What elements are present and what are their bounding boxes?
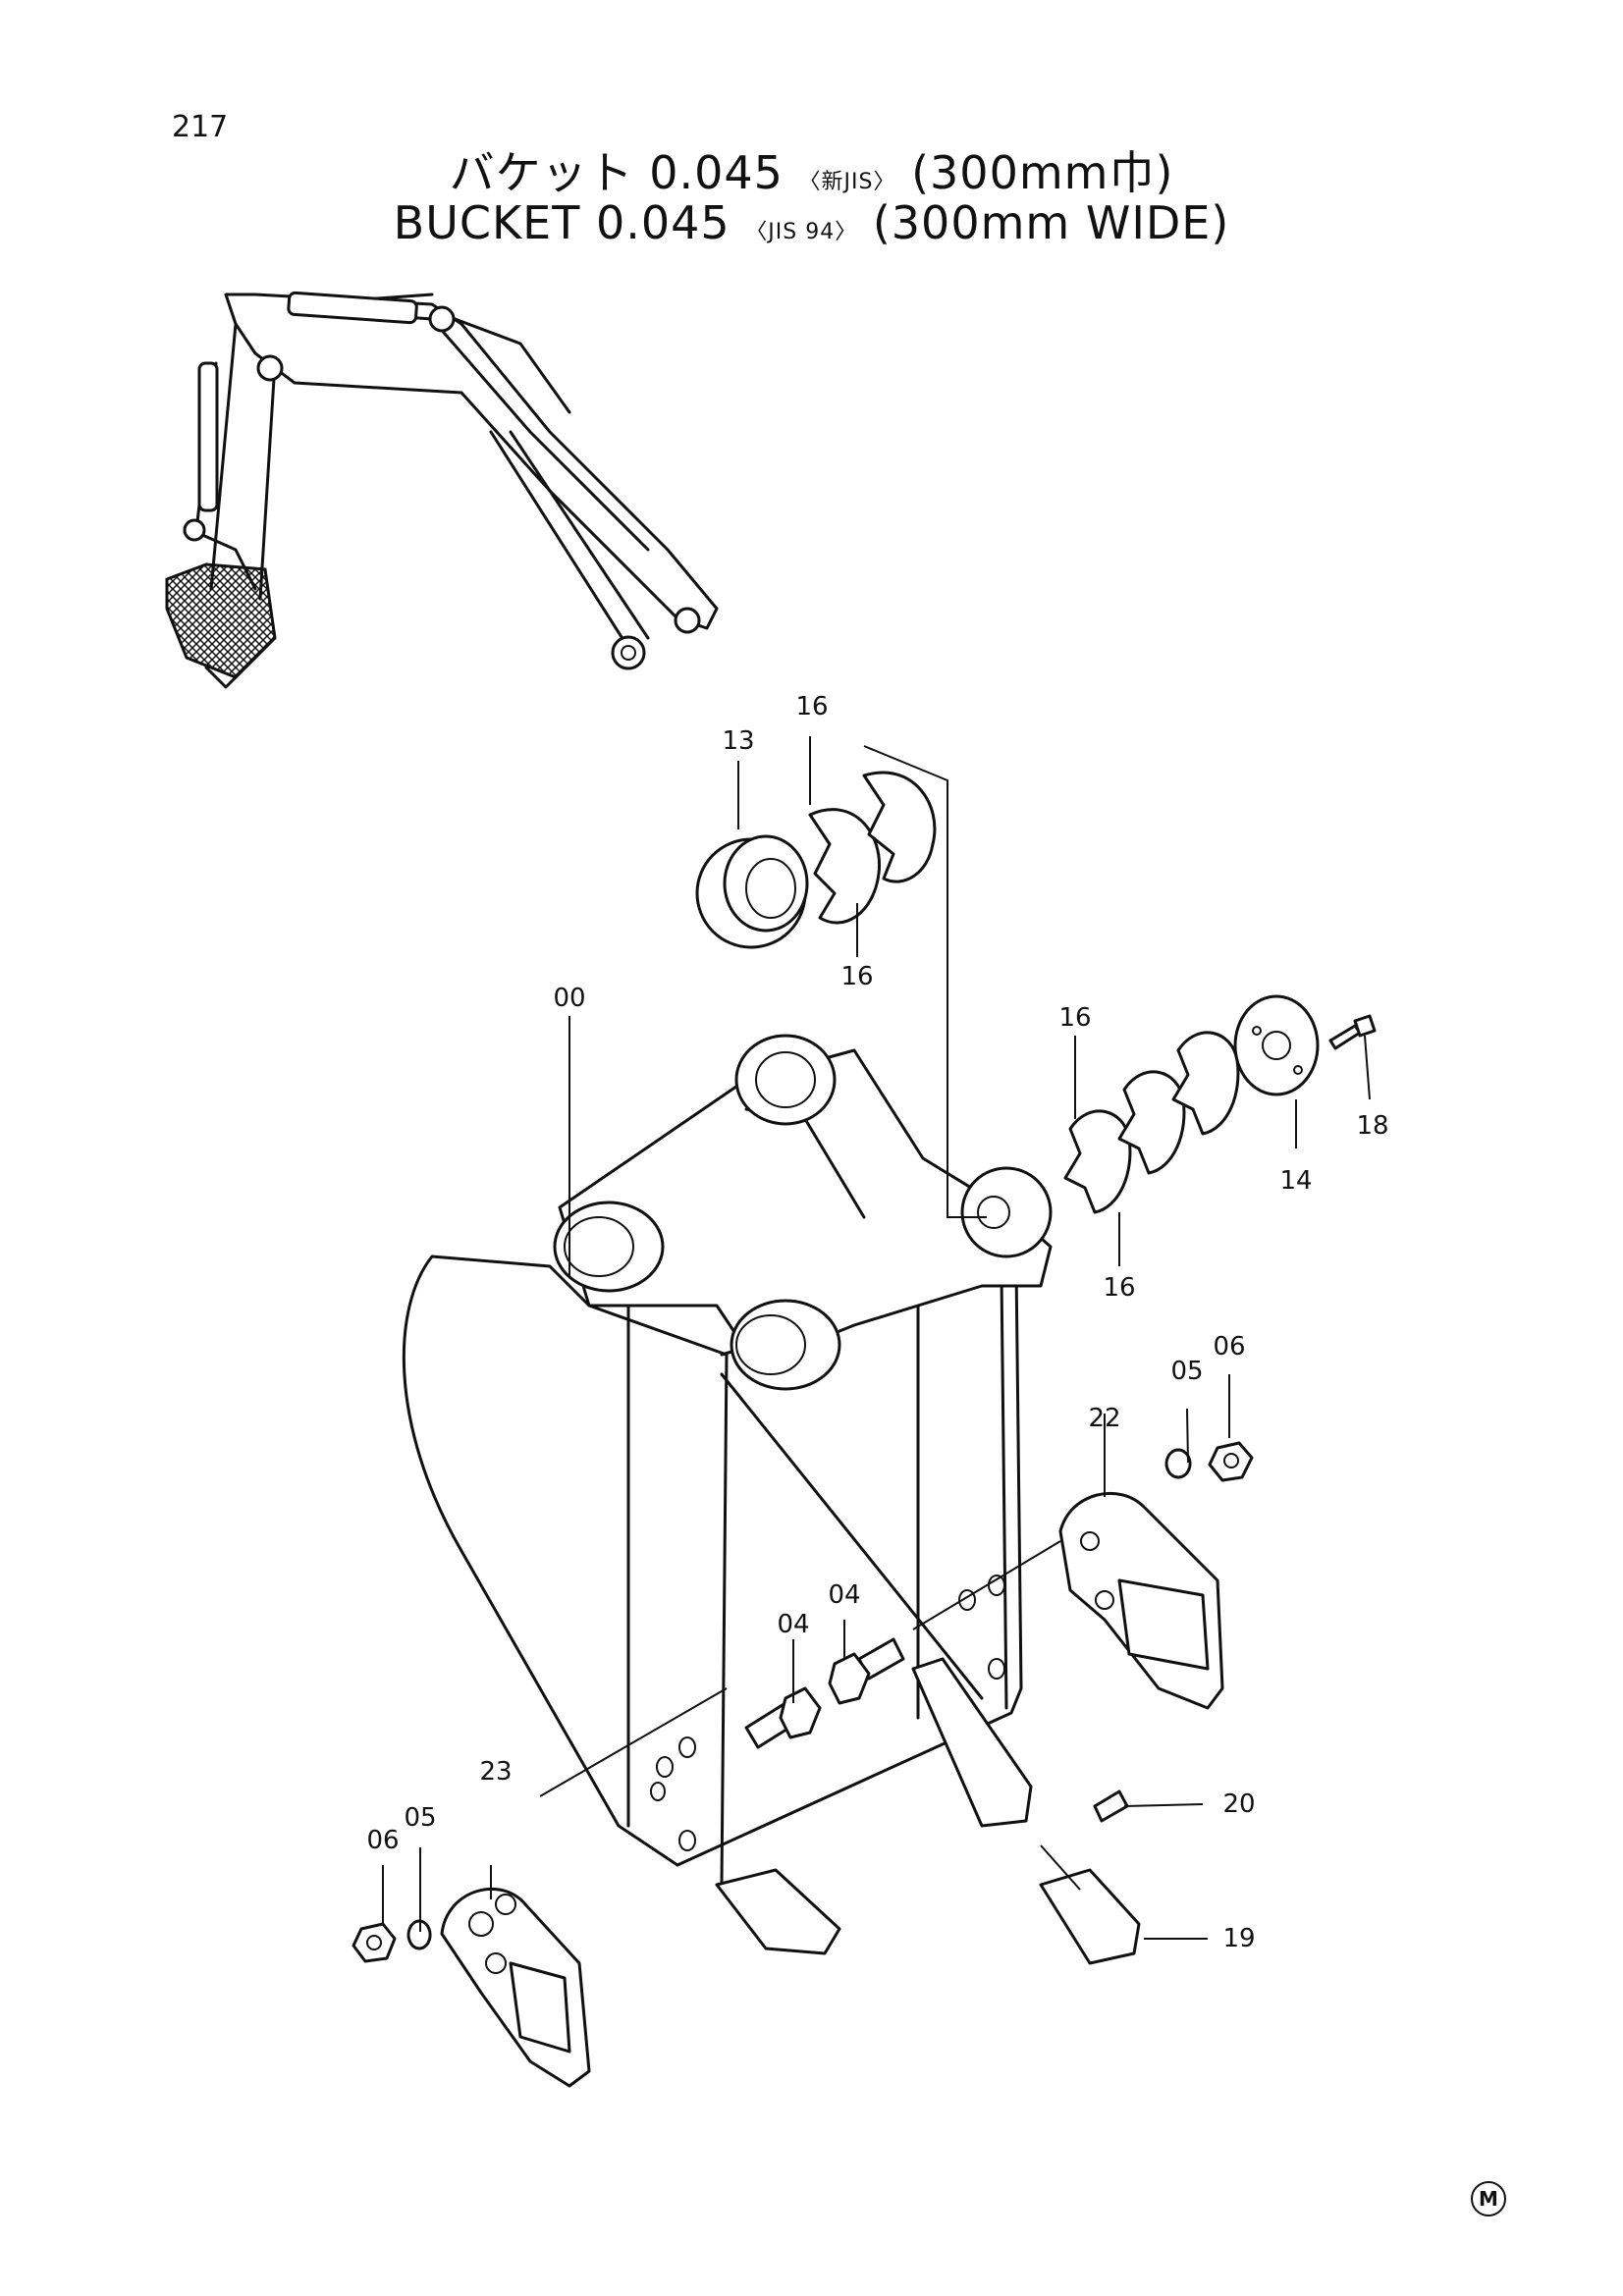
right-shim-group: [1063, 994, 1377, 1214]
manufacturer-logo: M: [1471, 2181, 1506, 2216]
callout-05-right: 05: [1170, 1357, 1204, 1386]
title-english: BUCKET 0.045 〈JIS 94〉 (300mm WIDE): [0, 196, 1623, 249]
callout-16-upper-right: 16: [1058, 1003, 1092, 1033]
leader-lines: [382, 736, 1371, 1940]
callout-00: 00: [553, 984, 586, 1013]
callout-06-left: 06: [366, 1826, 400, 1855]
title-jp-standard: 〈新JIS〉: [798, 170, 896, 194]
right-side-cutter: [1058, 1441, 1254, 1710]
title-japanese: バケット 0.045 〈新JIS〉 (300mm巾): [0, 137, 1623, 202]
callout-06-right: 06: [1213, 1332, 1246, 1362]
callout-23: 23: [479, 1757, 513, 1787]
upper-shim-group: [695, 745, 987, 1218]
title-jp-width: (300mm巾): [911, 146, 1174, 199]
title-en-width: (300mm WIDE): [872, 196, 1230, 249]
callout-22: 22: [1088, 1404, 1121, 1433]
callout-19: 19: [1222, 1924, 1256, 1953]
page-number: 217: [172, 110, 229, 144]
callout-16-mid: 16: [840, 962, 874, 991]
callout-05-left: 05: [404, 1803, 437, 1833]
title-en-standard: 〈JIS 94〉: [745, 220, 858, 244]
title-en-main: BUCKET 0.045: [393, 196, 730, 249]
callout-16-top: 16: [795, 692, 829, 721]
callout-16-lower-right: 16: [1103, 1273, 1136, 1303]
callout-18: 18: [1356, 1111, 1389, 1141]
callout-04-left: 04: [777, 1610, 810, 1639]
callout-04-right: 04: [828, 1580, 861, 1610]
bolts: [744, 1637, 905, 1749]
left-side-cutter: [352, 1887, 591, 2088]
title-jp-main: バケット 0.045: [449, 146, 784, 199]
bucket-teeth: [715, 1657, 1141, 1965]
callout-14: 14: [1279, 1166, 1313, 1196]
callout-13: 13: [722, 726, 755, 756]
excavator-arm-thumbnail: [165, 291, 719, 689]
callout-20: 20: [1222, 1789, 1256, 1819]
bucket-body: [402, 1034, 1053, 1887]
